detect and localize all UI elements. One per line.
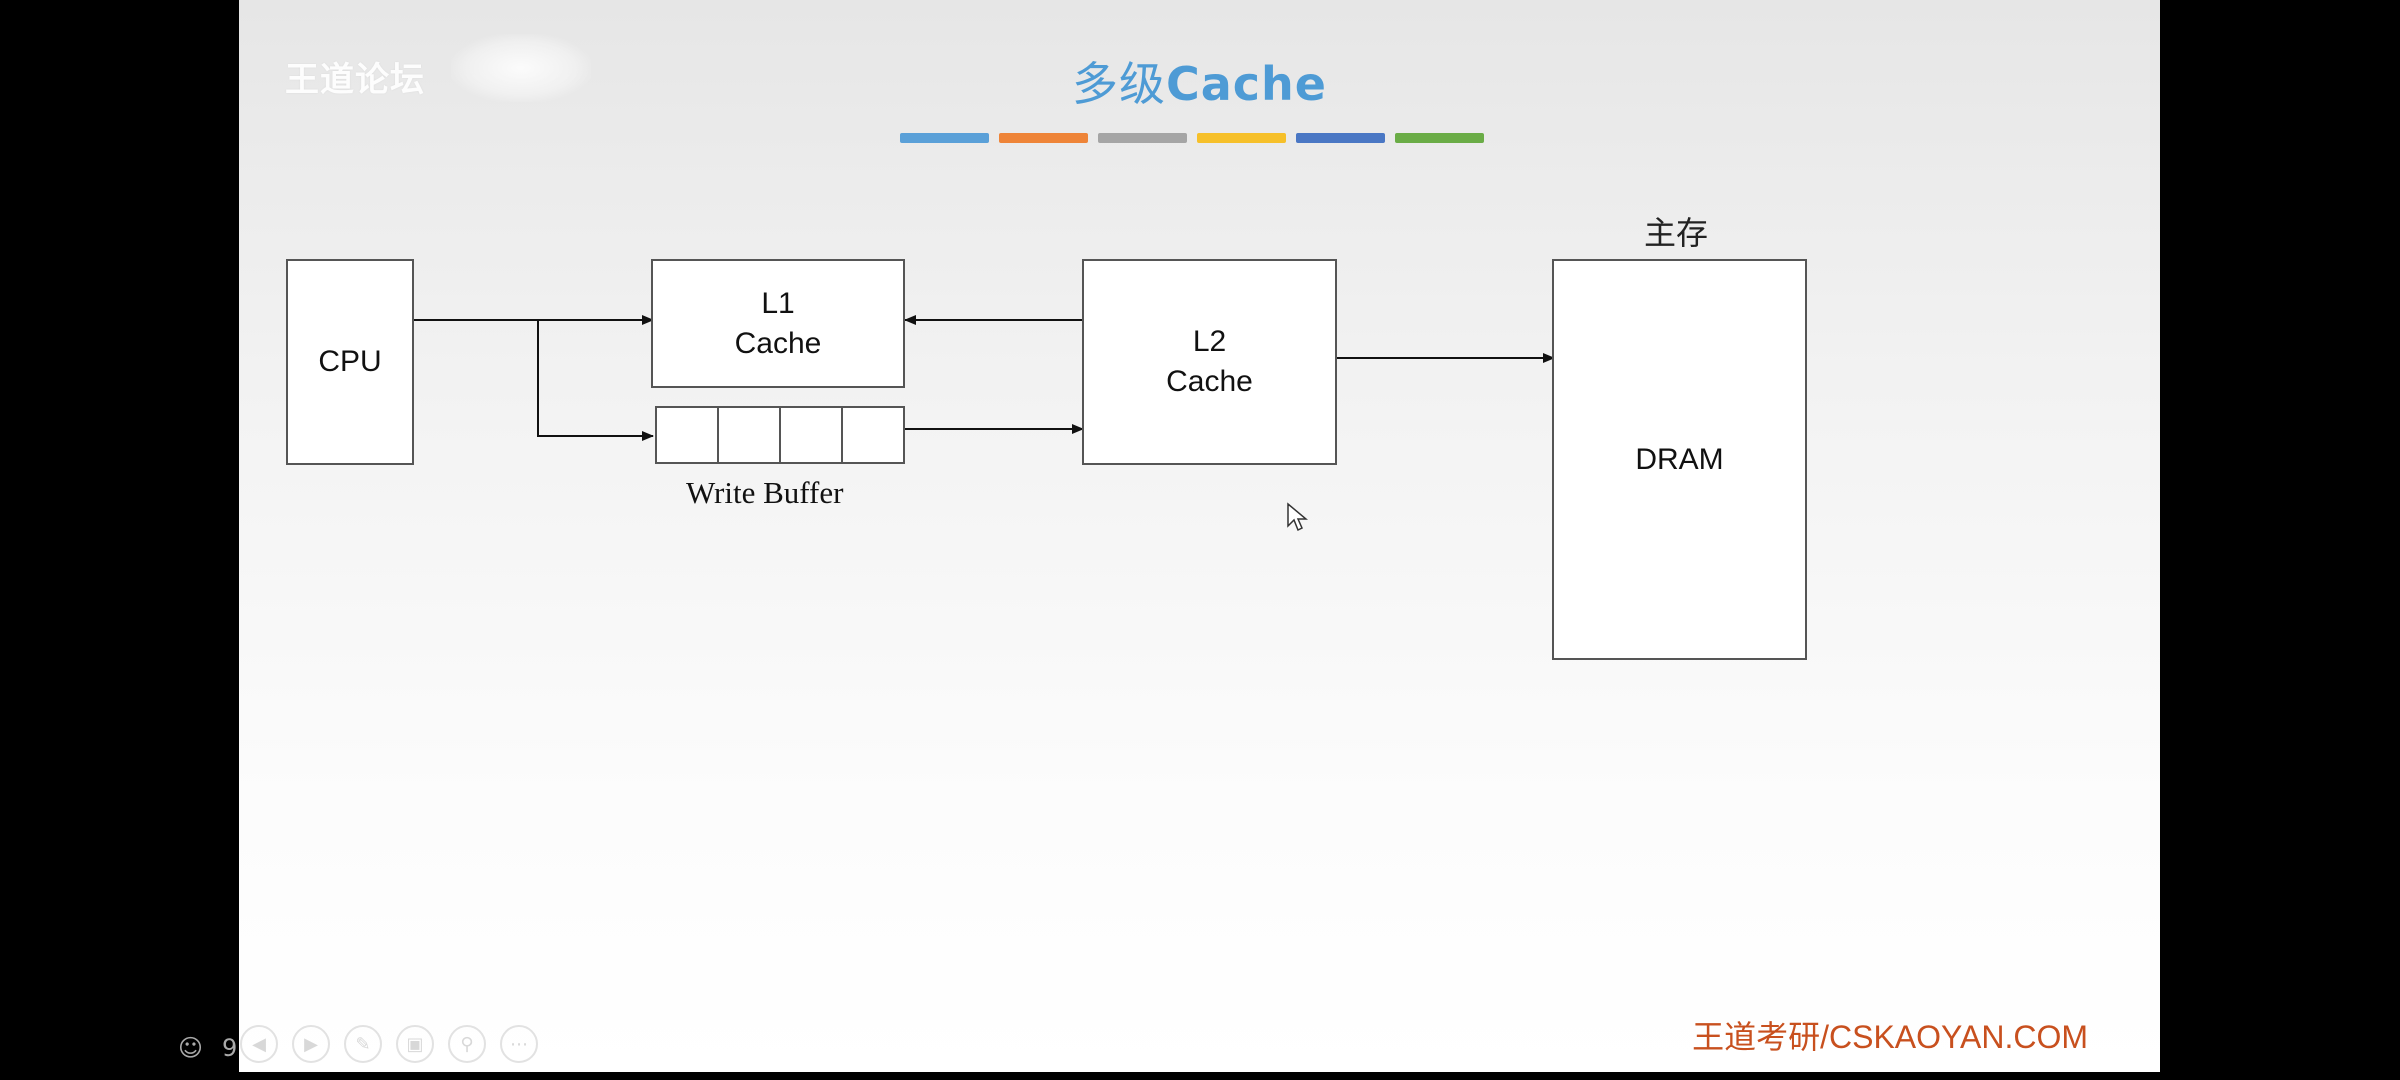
l1-label-line2: Cache	[734, 326, 822, 360]
prev-icon[interactable]: ◀	[240, 1025, 278, 1063]
slide-title-cjk: 多级	[1071, 57, 1166, 111]
slide: 王道论坛 多级Cache CPU L1 Cache Wr	[239, 0, 2160, 1072]
title-color-bar	[1296, 133, 1385, 143]
write-buffer-cell	[779, 408, 781, 462]
dram-label: DRAM	[1635, 442, 1724, 476]
page-number: 9	[222, 1034, 238, 1062]
main-memory-heading: 主存	[1644, 214, 1709, 252]
next-icon[interactable]: ▶	[292, 1025, 330, 1063]
pen-icon[interactable]: ✎	[344, 1025, 382, 1063]
diagram-connectors	[403, 315, 1555, 441]
l2-cache-box: L2 Cache	[1082, 259, 1337, 465]
cpu-writebuffer-arrow	[537, 320, 654, 441]
l2-label-line1: L2	[1192, 325, 1227, 358]
title-color-bar	[900, 133, 989, 143]
slide-title: 多级Cache	[239, 48, 2160, 114]
slide-title-latin: Cache	[1165, 57, 1327, 111]
title-color-bar	[1395, 133, 1484, 143]
cpu-box: CPU	[286, 259, 414, 465]
watermark-smudge	[451, 34, 591, 102]
title-color-bar	[1098, 133, 1187, 143]
cpu-label: CPU	[318, 345, 382, 378]
participants-icon[interactable]: ☺	[178, 1034, 204, 1062]
mouse-cursor-icon	[1287, 502, 1308, 532]
write-buffer-caption: Write Buffer	[686, 475, 844, 510]
dram-box: DRAM	[1552, 259, 1807, 660]
write-buffer-cell	[841, 408, 843, 462]
write-buffer	[655, 406, 905, 464]
title-color-bar	[999, 133, 1088, 143]
l2-label-line2: Cache	[1166, 365, 1253, 398]
zoom-icon[interactable]: ⚲	[448, 1025, 486, 1063]
write-buffer-cell	[717, 408, 719, 462]
l1-label-line1: L1	[761, 286, 795, 320]
viewer-toolbar: ◀ ▶ ✎ ▣ ⚲ ⋯	[240, 1024, 538, 1064]
l1-cache-box: L1 Cache	[651, 259, 905, 388]
slides-icon[interactable]: ▣	[396, 1025, 434, 1063]
more-icon[interactable]: ⋯	[500, 1025, 538, 1063]
title-color-bar	[1197, 133, 1286, 143]
footer-brand: 王道考研/CSKAOYAN.COM	[1692, 1019, 2088, 1055]
watermark-logo: 王道论坛	[285, 60, 425, 100]
